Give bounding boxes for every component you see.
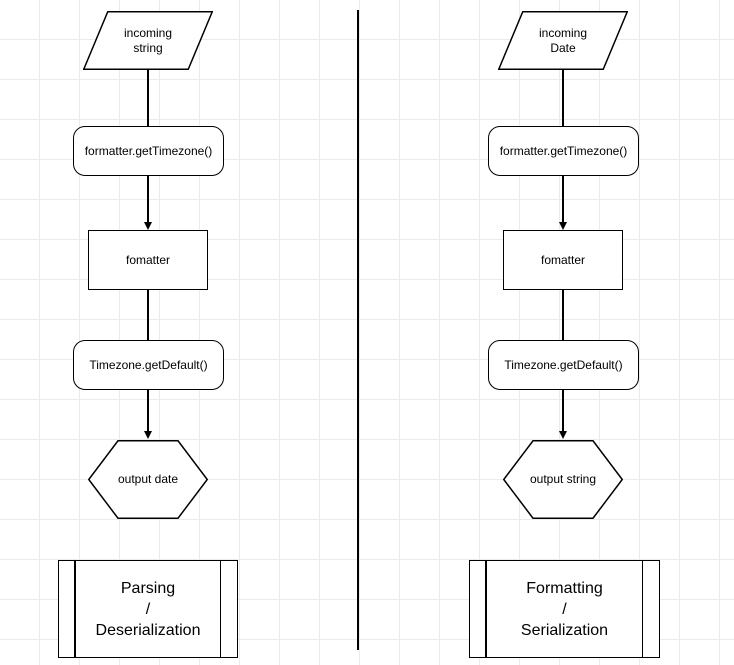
left-node-output-date[interactable]: output date xyxy=(88,440,208,519)
right-connector-4[interactable] xyxy=(562,390,564,432)
node-label: incoming Date xyxy=(538,25,588,55)
left-node-fomatter[interactable]: fomatter xyxy=(88,230,208,290)
node-label: Formatting / Serialization xyxy=(520,579,609,639)
arrowhead-icon xyxy=(558,222,567,230)
left-node-incoming-string[interactable]: incoming string xyxy=(83,11,213,70)
hexagon-shape xyxy=(503,440,623,519)
left-node-formatter-gettimezone[interactable]: formatter.getTimezone() xyxy=(73,126,224,176)
parallelogram-shape xyxy=(498,11,628,70)
arrowhead-icon xyxy=(558,431,567,439)
node-label: output date xyxy=(117,472,179,486)
right-node-fomatter[interactable]: fomatter xyxy=(503,230,623,290)
hexagon-shape xyxy=(88,440,208,519)
divider-line[interactable] xyxy=(357,10,359,650)
node-label: fomatter xyxy=(125,252,170,267)
arrowhead-icon xyxy=(143,222,152,230)
node-label: Timezone.getDefault() xyxy=(89,357,208,372)
arrowhead-icon xyxy=(143,431,152,439)
node-label: fomatter xyxy=(540,252,585,267)
right-node-timezone-getdefault[interactable]: Timezone.getDefault() xyxy=(488,340,639,390)
node-label: formatter.getTimezone() xyxy=(499,143,628,158)
parallelogram-shape xyxy=(83,11,213,70)
right-connector-3[interactable] xyxy=(562,290,564,341)
right-node-output-string[interactable]: output string xyxy=(503,440,623,519)
predefined-process-bar xyxy=(485,561,487,657)
node-label: output string xyxy=(529,472,597,486)
node-label: Timezone.getDefault() xyxy=(504,357,623,372)
predefined-process-bar xyxy=(641,561,643,657)
node-label: Parsing / Deserialization xyxy=(95,579,201,639)
left-connector-4[interactable] xyxy=(147,390,149,432)
right-node-incoming-date[interactable]: incoming Date xyxy=(498,11,628,70)
right-node-formatting-serialization[interactable]: Formatting / Serialization xyxy=(469,560,660,658)
node-label: incoming string xyxy=(123,25,173,55)
left-connector-1[interactable] xyxy=(147,69,149,127)
right-connector-1[interactable] xyxy=(562,69,564,127)
right-connector-2[interactable] xyxy=(562,176,564,223)
predefined-process-bar xyxy=(219,561,221,657)
predefined-process-bar xyxy=(74,561,76,657)
left-node-parsing-deserialization[interactable]: Parsing / Deserialization xyxy=(58,560,238,658)
left-connector-2[interactable] xyxy=(147,176,149,223)
right-node-formatter-gettimezone[interactable]: formatter.getTimezone() xyxy=(488,126,639,176)
left-node-timezone-getdefault[interactable]: Timezone.getDefault() xyxy=(73,340,224,390)
node-label: formatter.getTimezone() xyxy=(84,143,213,158)
left-connector-3[interactable] xyxy=(147,290,149,341)
